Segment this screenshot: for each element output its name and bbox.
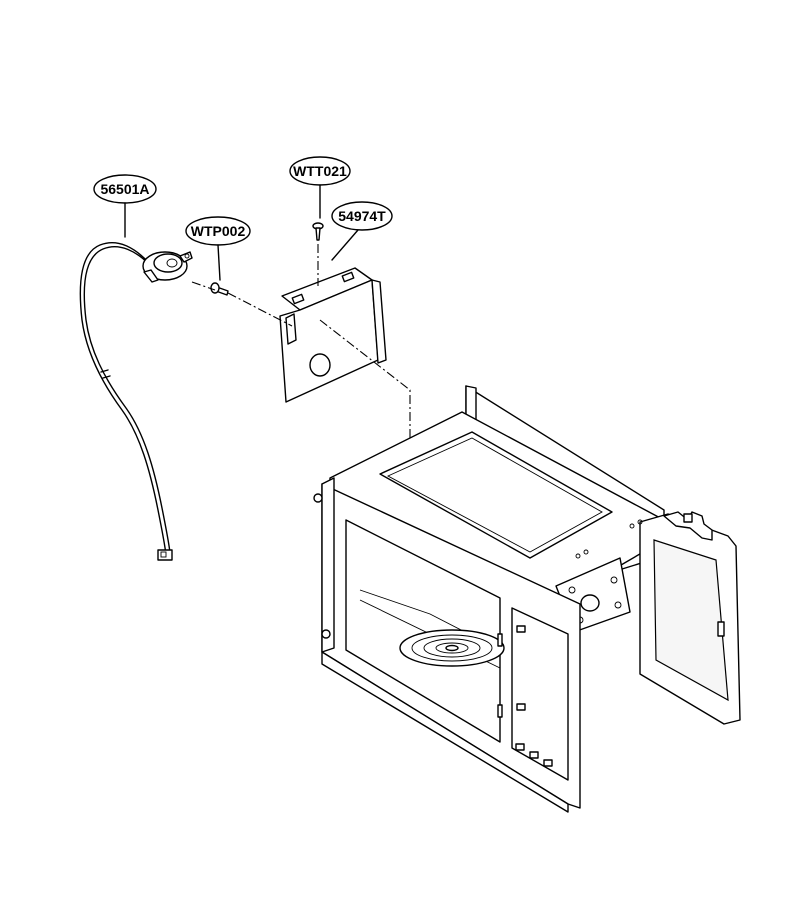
callout-WTP002: WTP002 xyxy=(185,216,251,281)
oven-cavity-icon xyxy=(313,385,741,813)
bracket-plate-icon xyxy=(279,267,387,403)
callout-56501A: 56501A xyxy=(93,174,157,238)
assembly-guide-lines xyxy=(191,244,411,455)
wire-harness xyxy=(79,242,173,561)
callout-WTT021: WTT021 xyxy=(289,156,351,219)
thermal-sensor-icon xyxy=(142,251,193,283)
callout-label-54974T: 54974T xyxy=(338,208,386,224)
screw-top-icon xyxy=(312,222,324,241)
screw-side-icon xyxy=(210,282,229,296)
callout-label-WTP002: WTP002 xyxy=(191,223,246,239)
callout-label-WTT021: WTT021 xyxy=(293,163,347,179)
callout-label-56501A: 56501A xyxy=(100,181,149,197)
callout-54974T: 54974T xyxy=(331,201,393,261)
